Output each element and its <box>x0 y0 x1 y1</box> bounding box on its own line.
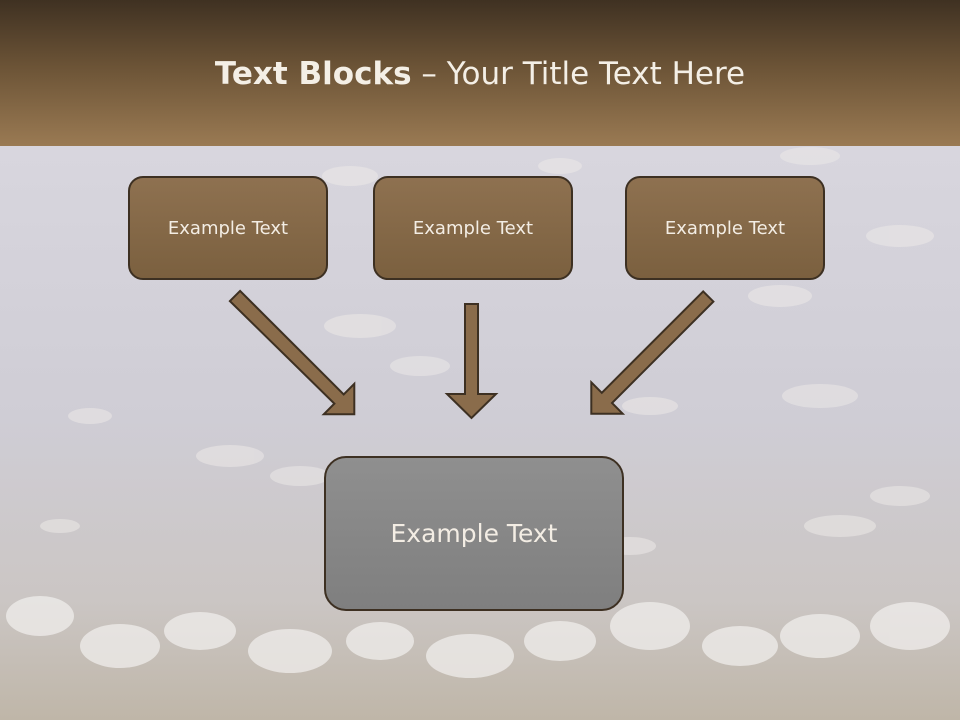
text-block-2[interactable]: Example Text <box>373 176 573 280</box>
title-bold-part: Text Blocks <box>214 56 412 92</box>
text-block-2-label: Example Text <box>412 217 534 239</box>
arrow-left <box>228 289 356 416</box>
text-block-3[interactable]: Example Text <box>625 176 825 280</box>
title-rest-part: – Your Title Text Here <box>411 56 746 92</box>
title-bar <box>0 0 960 146</box>
arrow-middle <box>444 303 499 420</box>
text-block-3-label: Example Text <box>664 217 786 239</box>
text-block-1-label: Example Text <box>167 217 289 239</box>
text-block-1[interactable]: Example Text <box>128 176 328 280</box>
main-text-block[interactable]: Example Text <box>324 456 624 611</box>
slide-title: Text Blocks – Your Title Text Here <box>0 52 960 96</box>
main-text-block-label: Example Text <box>390 519 558 548</box>
arrow-right <box>590 289 715 415</box>
